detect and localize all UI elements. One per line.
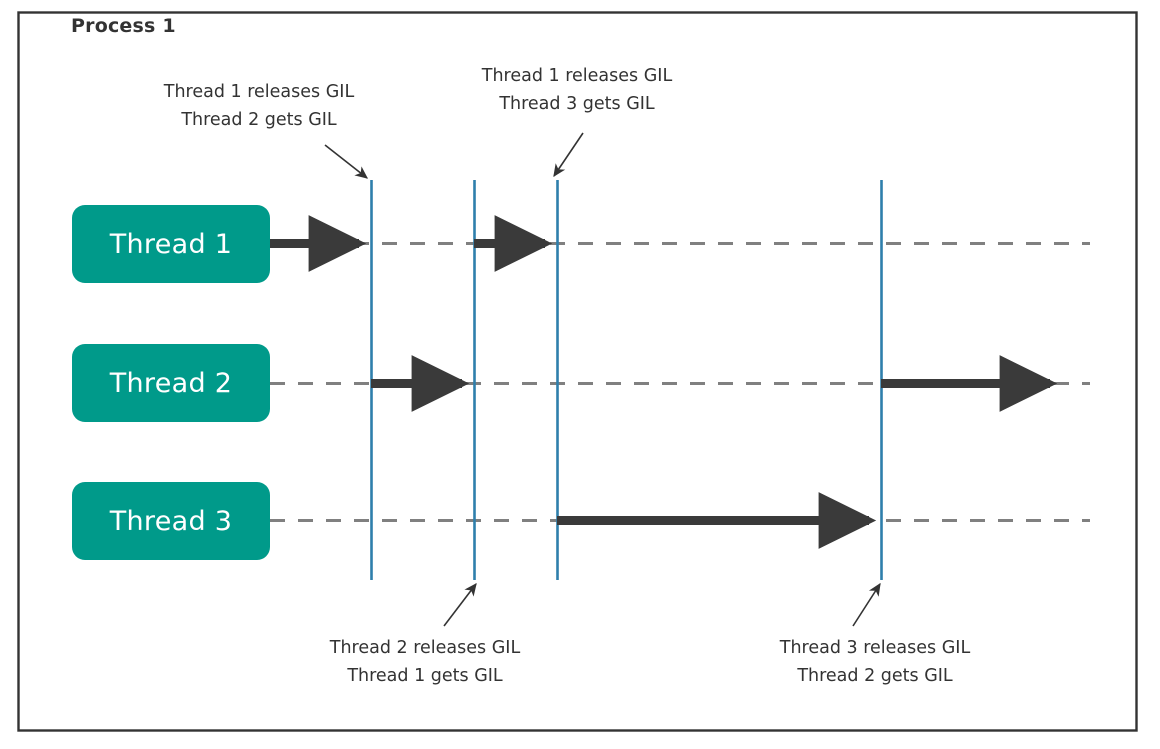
annotation-bottom-left-line-1: Thread 2 releases GIL	[329, 638, 521, 658]
annotation-bottom-left-pointer	[443, 582, 477, 627]
thread-box-2: Thread 2	[72, 344, 270, 422]
annotation-top-right-pointer	[553, 132, 584, 178]
thread-box-label: Thread 1	[109, 228, 233, 260]
annotation-top-left-pointer	[324, 144, 369, 179]
thread-box-label: Thread 3	[109, 505, 233, 537]
annotation-bottom-right: Thread 3 releases GIL Thread 2 gets GIL	[756, 634, 994, 690]
annotation-bottom-left: Thread 2 releases GIL Thread 1 gets GIL	[306, 634, 544, 690]
thread-box-label: Thread 2	[109, 367, 233, 399]
annotation-bottom-right-pointer	[852, 582, 881, 627]
thread-box-3: Thread 3	[72, 482, 270, 560]
annotation-bottom-right-line-2: Thread 2 gets GIL	[797, 666, 953, 686]
annotation-top-left-line-2: Thread 2 gets GIL	[181, 110, 337, 130]
annotation-bottom-left-line-2: Thread 1 gets GIL	[347, 666, 503, 686]
process-group-label: Process 1	[62, 15, 185, 37]
annotation-bottom-right-line-1: Thread 3 releases GIL	[779, 638, 971, 658]
annotation-top-right-line-2: Thread 3 gets GIL	[499, 94, 655, 114]
annotation-top-left: Thread 1 releases GIL Thread 2 gets GIL	[148, 78, 370, 134]
thread-box-1: Thread 1	[72, 205, 270, 283]
annotation-top-right: Thread 1 releases GIL Thread 3 gets GIL	[466, 62, 688, 118]
annotation-top-right-line-1: Thread 1 releases GIL	[481, 66, 673, 86]
process-frame	[17, 11, 1138, 732]
annotation-top-left-line-1: Thread 1 releases GIL	[163, 82, 355, 102]
annotation-pointers-layer	[324, 132, 881, 627]
execution-arrows-layer	[270, 215, 1058, 549]
